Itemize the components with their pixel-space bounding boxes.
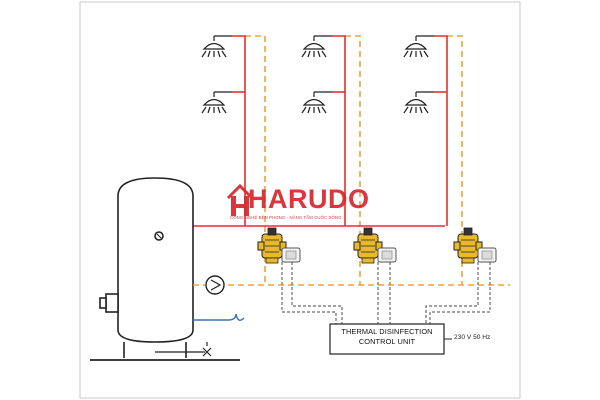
control-unit [329,323,452,355]
drain-valve-icon [155,342,212,357]
shower-head-icon [301,91,332,114]
house-logo-icon [226,183,254,216]
tank-legs [123,342,187,358]
shower-head-icon [301,35,332,58]
thermostatic-valve-icon [257,227,301,264]
thermostatic-valve-icon [453,227,497,264]
shower-head-icon [403,35,434,58]
shower-head-icon [201,91,232,114]
shower-head-icon [403,91,434,114]
circulation-pump-icon [193,275,225,295]
cold-water-inlet [193,313,245,321]
return-circulation-lines [228,35,510,286]
shower-head-icon [201,35,232,58]
brand-tagline: CÔNG NGHỆ BÊN PHONG - NÂNG TẦM CUỘC SỐNG [230,215,342,220]
brand-logo: HARUDO CÔNG NGHỆ BÊN PHONG - NÂNG TẦM CU… [226,180,376,228]
brand-name: HARUDO [248,184,370,214]
tank-flange [105,293,119,313]
hot-water-tank [90,177,240,361]
diagram-frame [79,1,521,399]
control-unit-line1: THERMAL DISINFECTION [341,327,433,336]
power-label: 230 V 50 Hz [454,334,491,341]
control-unit-label: THERMAL DISINFECTION CONTROL UNIT [330,327,444,347]
control-unit-line2: CONTROL UNIT [358,337,416,346]
thermostatic-valve-icon [353,227,397,264]
signal-cables [281,262,491,324]
hot-water-supply-lines [193,35,448,227]
